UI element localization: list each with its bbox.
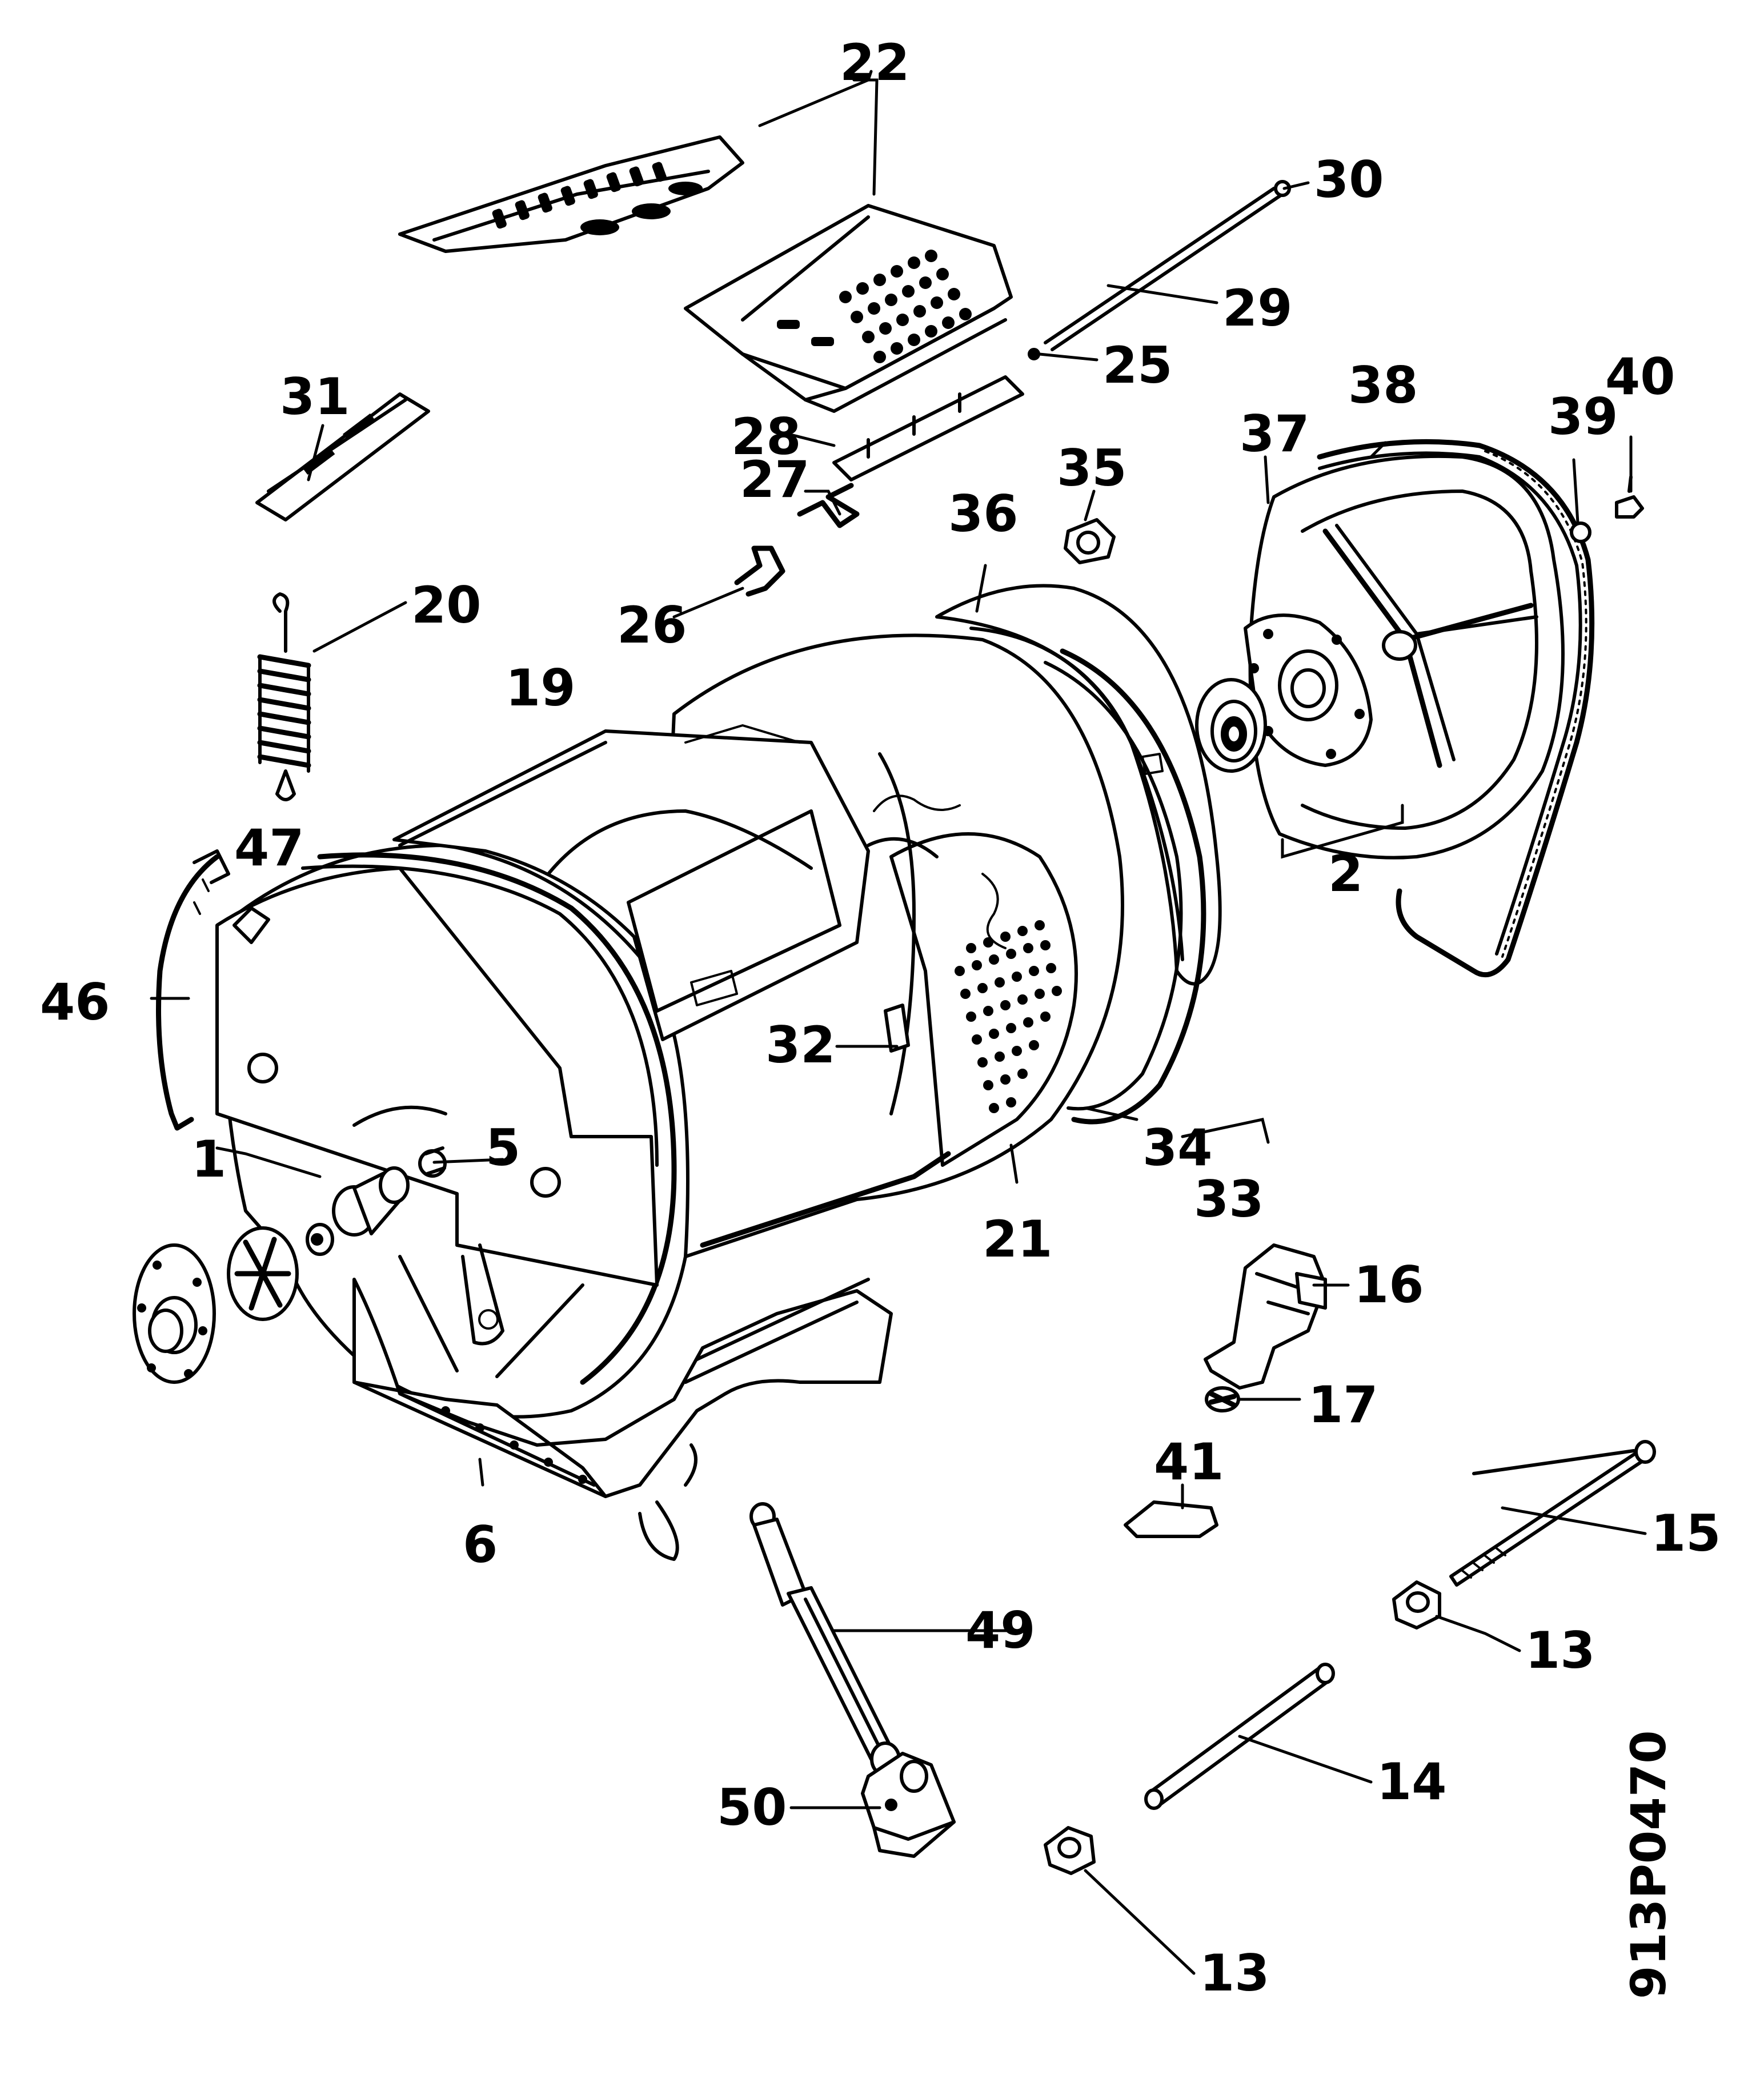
label-34b: 34	[1142, 1118, 1212, 1177]
label-1: 1	[191, 1130, 226, 1189]
part-25-rod-end-cap	[1028, 348, 1040, 360]
part-47-front-tub	[215, 844, 689, 1419]
part-17-spring-nut	[1205, 1386, 1240, 1412]
label-15: 15	[1651, 1504, 1721, 1563]
label-33: 33	[1194, 1170, 1264, 1229]
label-38: 38	[1348, 356, 1418, 415]
part-2-hub-flange	[1195, 613, 1404, 859]
label-22: 22	[840, 33, 909, 92]
label-41: 41	[1154, 1432, 1224, 1491]
part-32-clip	[884, 1004, 910, 1053]
part-39-washer	[1570, 521, 1591, 543]
label-26: 26	[617, 596, 687, 655]
label-28: 28	[731, 407, 801, 466]
part-49-shock-absorber	[749, 1502, 901, 1777]
label-5: 5	[486, 1118, 520, 1177]
label-13-upper: 13	[1525, 1621, 1595, 1680]
label-14: 14	[1377, 1752, 1446, 1811]
label-37: 37	[1240, 404, 1309, 463]
label-6: 6	[463, 1515, 498, 1574]
part-5-shaft-pin	[332, 1146, 447, 1237]
part-number-labels: 22 30 29 25 31 28 27 26 20 19 36 35 37 3…	[40, 33, 1721, 2002]
label-2: 2	[1328, 844, 1363, 903]
part-29-rod	[1028, 180, 1291, 360]
label-30: 30	[1314, 150, 1384, 209]
label-40: 40	[1605, 347, 1675, 406]
label-47b: 47	[234, 818, 304, 877]
label-35: 35	[1057, 439, 1126, 497]
part-13-nut-upper	[1392, 1580, 1441, 1630]
label-29: 29	[1222, 279, 1292, 338]
part-22-upper-panel	[398, 135, 744, 253]
part-26-hook	[734, 545, 785, 597]
part-1-front-bearing-assembly	[133, 1223, 334, 1384]
part-36-rear-seal-ring	[935, 584, 1222, 986]
part-46-arc-bracket	[156, 849, 230, 1131]
label-21b: 21	[983, 1210, 1052, 1269]
part-27-clip	[797, 483, 860, 528]
part-41-small-plate	[1124, 1500, 1218, 1538]
label-32b: 32	[765, 1016, 835, 1074]
part-50-shock-mount	[861, 1752, 956, 1858]
label-50: 50	[717, 1778, 787, 1837]
part-16-hinge-bracket	[1204, 1243, 1327, 1390]
label-17: 17	[1308, 1375, 1378, 1434]
label-46b: 46	[40, 973, 110, 1032]
part-6-base-cradle	[352, 1243, 893, 1561]
part-38-drive-belt	[1317, 439, 1595, 978]
document-number: 913P0470	[1621, 1730, 1677, 1999]
part-36-rear-seal-slot	[1141, 753, 1164, 775]
label-20: 20	[411, 576, 481, 635]
part-34-drum-rear-ring	[1044, 648, 1206, 1125]
label-19: 19	[506, 659, 575, 717]
label-13-lower: 13	[1200, 1944, 1269, 2002]
label-49: 49	[965, 1601, 1035, 1660]
label-25: 25	[1102, 336, 1172, 395]
label-16: 16	[1354, 1255, 1424, 1314]
part-22-perforated-panel	[684, 204, 1013, 413]
part-20-spring	[257, 592, 311, 801]
part-19-upper-tub-section	[392, 724, 870, 1041]
part-15-long-bolt	[1449, 1440, 1656, 1587]
part-21-perforated-drum	[700, 832, 1078, 1248]
leader-lines	[150, 70, 1647, 1975]
label-27: 27	[740, 450, 809, 509]
label-39: 39	[1548, 387, 1618, 446]
label-31: 31	[280, 367, 350, 426]
part-28-holder-bar	[832, 375, 1024, 481]
part-13-nut-lower	[1044, 1826, 1096, 1875]
part-35-nut	[1064, 518, 1116, 564]
label-36: 36	[948, 484, 1018, 543]
